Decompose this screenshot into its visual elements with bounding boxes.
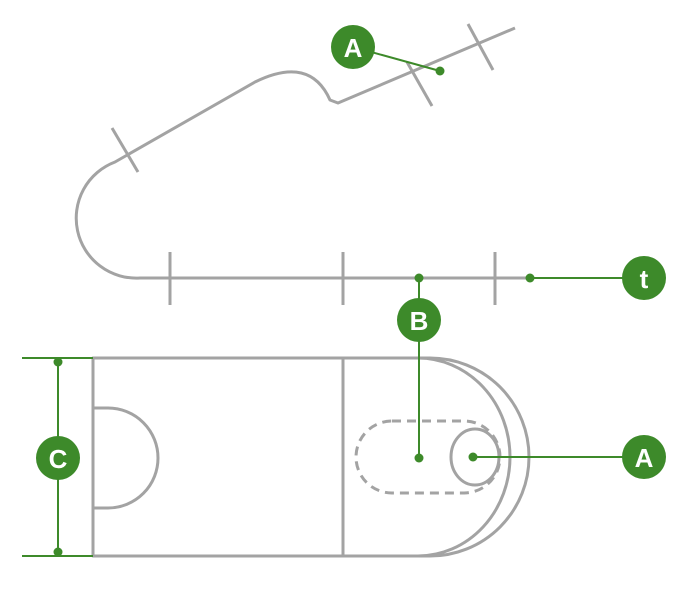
part-bottom-view [91, 356, 531, 558]
half-circle-cutout [93, 406, 160, 510]
leader-t-dot [525, 273, 535, 283]
track-outline [74, 26, 530, 280]
leader-lines [352, 46, 644, 463]
track-top-view [74, 23, 530, 305]
dimension-end-dot-top [53, 357, 63, 367]
dimension-end-dot-bottom [53, 547, 63, 557]
leader-a-top-dot [435, 66, 445, 76]
label-badge-c: C [36, 436, 80, 480]
leader-b-dot-top [414, 273, 424, 283]
leader-b-dot-bottom [414, 453, 424, 463]
label-a-top-text: A [344, 33, 363, 63]
tick-mark-5 [405, 61, 434, 107]
label-badge-a-top: A [331, 25, 375, 69]
tick-mark-4 [110, 127, 140, 173]
dashed-slot [354, 419, 502, 495]
label-badge-a-right: A [622, 435, 666, 479]
part-outer-outline [91, 356, 531, 558]
label-badge-b: B [397, 298, 441, 342]
tick-mark-6 [466, 23, 495, 71]
label-badge-t: t [622, 256, 666, 300]
leader-a-right-dot [468, 452, 478, 462]
label-b-text: B [410, 306, 429, 336]
label-c-text: C [49, 444, 68, 474]
label-t-text: t [640, 264, 649, 294]
label-a-right-text: A [635, 443, 654, 473]
